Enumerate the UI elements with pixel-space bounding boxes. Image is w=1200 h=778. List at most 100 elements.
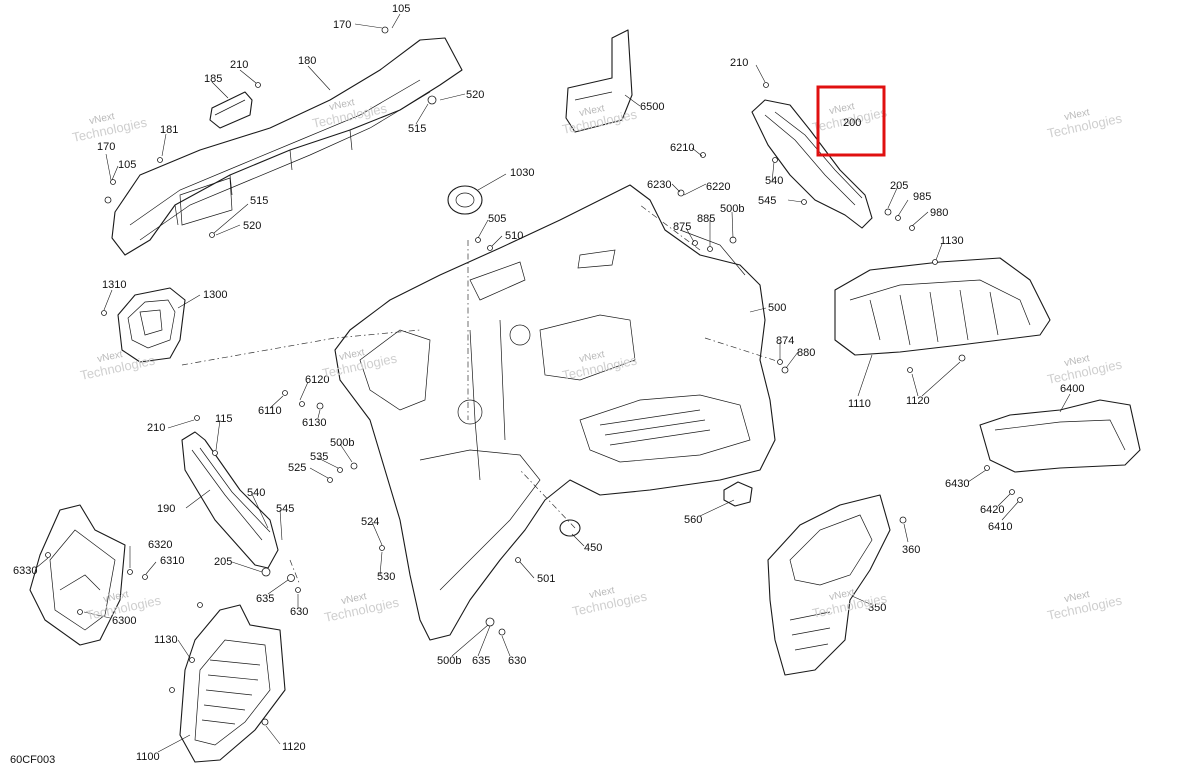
callout: 635: [472, 655, 490, 667]
svg-text:vNext: vNext: [1063, 353, 1091, 369]
callout: 205: [890, 180, 908, 192]
callout: 545: [276, 503, 294, 515]
svg-text:vNext: vNext: [1063, 107, 1091, 123]
callout: 190: [157, 503, 175, 515]
callout: 1100: [136, 751, 160, 763]
part-bracket-6500: [565, 29, 633, 133]
svg-text:vNext: vNext: [578, 103, 606, 119]
callout: 6110: [258, 405, 282, 417]
svg-text:vNext: vNext: [588, 585, 616, 601]
callout: 185: [204, 73, 222, 85]
part-panel-1110: [834, 257, 1051, 356]
part-cover-1100: [179, 604, 286, 763]
svg-text:vNext: vNext: [1063, 589, 1091, 605]
callout: 520: [466, 89, 484, 101]
callout: 210: [147, 422, 165, 434]
part-rail-180: [111, 37, 463, 256]
part-bracket-185: [209, 91, 253, 129]
callout: 6500: [640, 101, 664, 113]
callout: 630: [508, 655, 526, 667]
callout: 875: [673, 221, 691, 233]
part-main-panel: [334, 184, 776, 641]
callout: 1310: [102, 279, 126, 291]
callout: 1120: [282, 741, 306, 753]
callout: 500: [768, 302, 786, 314]
callout: 501: [537, 573, 555, 585]
callout: 6310: [160, 555, 184, 567]
callout: 6210: [670, 142, 694, 154]
callout: 560: [684, 514, 702, 526]
highlight-callout: 200: [843, 117, 861, 129]
part-panel-6300: [29, 504, 126, 646]
callout: 6430: [945, 478, 969, 490]
part-grommet-1030: [447, 185, 483, 215]
part-plug-450: [559, 519, 581, 537]
callout: 630: [290, 606, 308, 618]
callout: 1300: [203, 289, 227, 301]
callout: 170: [97, 141, 115, 153]
assembly-lines: [181, 204, 781, 586]
callout: 181: [160, 124, 178, 136]
callout: 524: [361, 516, 379, 528]
callout: 6120: [305, 374, 329, 386]
callout: 515: [250, 195, 268, 207]
callout: 205: [214, 556, 232, 568]
callout: 1120: [906, 395, 930, 407]
callout: 1130: [154, 634, 178, 646]
svg-text:vNext: vNext: [338, 347, 366, 363]
callout: 6420: [980, 504, 1004, 516]
callout: 6410: [988, 521, 1012, 533]
callout: 500b: [720, 203, 744, 215]
callout: 6400: [1060, 383, 1084, 395]
callout: 170: [333, 19, 351, 31]
callout: 1030: [510, 167, 534, 179]
callout: 635: [256, 593, 274, 605]
svg-text:vNext: vNext: [828, 587, 856, 603]
callout: 540: [765, 175, 783, 187]
callout: 115: [215, 413, 233, 425]
part-panel-350: [767, 494, 891, 676]
callout: 874: [776, 335, 794, 347]
callout: 545: [758, 195, 776, 207]
callout: 6330: [13, 565, 37, 577]
highlight-box[interactable]: [816, 85, 886, 157]
callout: 450: [584, 542, 602, 554]
callout: 525: [288, 462, 306, 474]
callout: 515: [408, 123, 426, 135]
callout: 1130: [940, 235, 964, 247]
callout: 505: [488, 213, 506, 225]
callout: 510: [505, 230, 523, 242]
callout: 985: [913, 191, 931, 203]
svg-text:vNext: vNext: [328, 97, 356, 113]
callout: 105: [392, 3, 410, 15]
callout: 980: [930, 207, 948, 219]
highlight-part-200[interactable]: 200: [816, 85, 886, 157]
callout: 880: [797, 347, 815, 359]
callout: 520: [243, 220, 261, 232]
callout: 500b: [330, 437, 354, 449]
svg-text:vNext: vNext: [88, 111, 116, 127]
callout: 210: [730, 57, 748, 69]
callout: 1110: [848, 398, 871, 410]
svg-text:vNext: vNext: [102, 589, 130, 605]
callout: 6320: [148, 539, 172, 551]
svg-text:vNext: vNext: [96, 349, 124, 365]
callout: 210: [230, 59, 248, 71]
callout: 350: [868, 602, 886, 614]
part-latch-560: [723, 481, 753, 507]
leader-lines: [35, 13, 1071, 753]
callout: 500b: [437, 655, 461, 667]
callout: 360: [902, 544, 920, 556]
callout: 6220: [706, 181, 730, 193]
part-duct-1300: [117, 287, 186, 363]
callout: 885: [697, 213, 715, 225]
callout: 535: [310, 451, 328, 463]
svg-text:vNext: vNext: [340, 591, 368, 607]
svg-text:vNext: vNext: [828, 101, 856, 117]
callout: 6230: [647, 179, 671, 191]
callout-labels: 170 105 210 180 185 181 170 105 515 520 …: [13, 3, 1084, 763]
part-bracket-190: [181, 431, 279, 569]
callout: 6130: [302, 417, 326, 429]
svg-text:vNext: vNext: [578, 349, 606, 365]
